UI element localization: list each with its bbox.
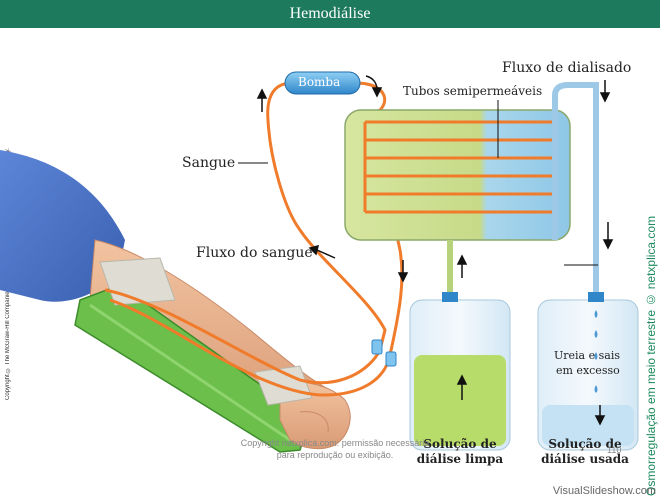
label-solucao-limpa: Solução de diálise limpa: [410, 437, 510, 467]
label-ureia-1: Ureia e sais: [554, 349, 620, 362]
label-solucao-usada-2: diálise usada: [541, 452, 629, 466]
label-bomba: Bomba: [298, 75, 341, 89]
bandage-lower: [254, 365, 313, 406]
arrow-blood-flow: [316, 249, 336, 259]
label-solucao-usada-1: Solução de: [548, 437, 622, 451]
blood-tube-out: [104, 81, 387, 385]
label-tubos: Tubos semipermeáveis: [403, 84, 543, 98]
page-number: 110: [607, 445, 622, 455]
label-solucao-limpa-1: Solução de: [423, 437, 497, 451]
label-solucao-limpa-2: diálise limpa: [416, 452, 504, 466]
label-fluxo-dialisado: Fluxo de dialisado: [502, 60, 632, 76]
label-sangue: Sangue: [182, 155, 236, 171]
pump: [284, 71, 361, 95]
label-fluxo-sangue: Fluxo do sangue: [196, 245, 313, 261]
blood-tube-return: [109, 210, 404, 397]
dialysate-in-line: [552, 82, 599, 300]
label-ureia-2: em excesso: [556, 364, 620, 377]
copyright-bottom: Copyright netxplica.com: permissão neces…: [240, 438, 430, 460]
footer-brand[interactable]: VisualSlideshow.com: [552, 485, 656, 497]
slide-title: Hemodiálise: [0, 0, 660, 28]
label-solucao-usada: Solução de diálise usada: [530, 437, 640, 467]
